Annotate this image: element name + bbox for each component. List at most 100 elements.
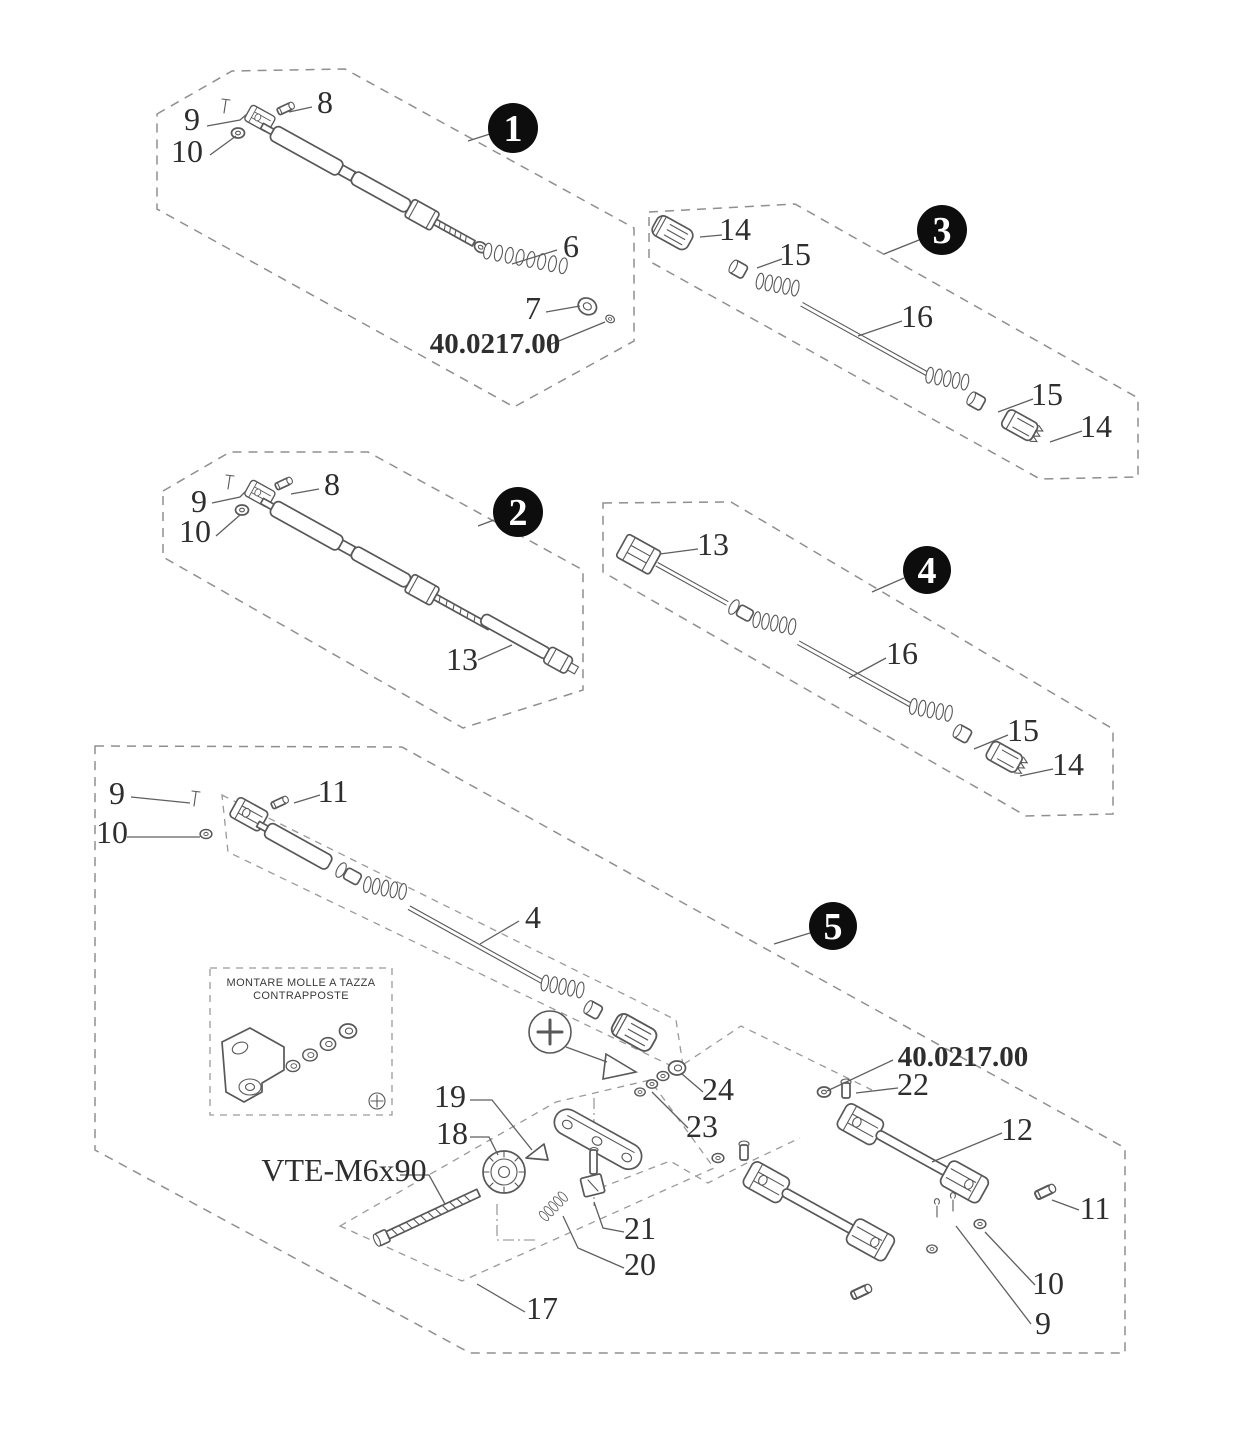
cotter-pin-9 <box>949 1192 956 1212</box>
callout-g3-14b: 14 <box>1080 408 1112 444</box>
end-fitting-14 <box>999 407 1046 446</box>
cotter-pin-9 <box>191 790 201 807</box>
bolt <box>738 1140 750 1161</box>
arrowhead-icon <box>602 1052 639 1081</box>
washer <box>816 1086 832 1098</box>
part-code-g1: 40.0217.00 <box>430 328 561 360</box>
arrow-line <box>565 1046 608 1063</box>
tie-rod-2 <box>259 497 492 631</box>
leader-line <box>477 519 495 527</box>
washer-10 <box>973 1218 987 1230</box>
callout-g2-9: 9 <box>191 483 207 519</box>
leader-line <box>545 305 581 313</box>
group-3-outline <box>648 203 1139 480</box>
end-fitting-14 <box>648 212 697 253</box>
balloon-1: 1 <box>488 103 538 153</box>
balloon-3-number: 3 <box>933 210 952 252</box>
callout-g1-7: 7 <box>525 290 541 326</box>
leader-line <box>476 1283 526 1313</box>
cable-assembly-4 <box>615 533 1031 778</box>
centerline <box>496 1204 537 1241</box>
leader-line <box>659 548 699 555</box>
callout-g5-20: 20 <box>624 1246 656 1282</box>
callout-g5-22: 22 <box>897 1066 929 1102</box>
leader-line <box>215 514 241 537</box>
group-5: 5 <box>94 745 1126 1354</box>
callout-g5-10: 10 <box>96 814 128 850</box>
leader-line <box>548 321 606 346</box>
balloon-1-number: 1 <box>504 108 523 150</box>
cup-spring <box>285 1059 301 1073</box>
pin-11 <box>849 1282 874 1301</box>
pin-11 <box>1033 1182 1058 1201</box>
callout-g3-16: 16 <box>901 298 933 334</box>
leader-line <box>681 1073 704 1093</box>
plus-circle-icon <box>528 1010 572 1054</box>
leader-line <box>293 794 321 804</box>
leader-line <box>1049 430 1083 443</box>
callout-g4-15: 15 <box>1007 712 1039 748</box>
leader-line <box>206 113 248 127</box>
bolt-vte-m6x90 <box>372 1188 481 1247</box>
group-4: 4 13 16 15 14 <box>602 501 1114 817</box>
cup-spring <box>338 1023 358 1039</box>
callout-g4-14: 14 <box>1052 746 1084 782</box>
leader-line <box>562 1215 625 1269</box>
callout-g5-18: 18 <box>436 1115 468 1151</box>
leader-line <box>773 932 811 945</box>
cotter-pin-9 <box>221 98 231 114</box>
cup-spring <box>302 1048 318 1062</box>
spring-section <box>903 685 959 735</box>
leader-line <box>756 258 783 269</box>
callout-g5-4: 4 <box>525 899 541 935</box>
spring-section <box>919 354 975 403</box>
callout-g5-10b: 10 <box>1032 1265 1064 1301</box>
callout-g5-9b: 9 <box>1035 1305 1051 1341</box>
callout-g1-6: 6 <box>563 228 579 264</box>
bolt-8 <box>275 100 297 117</box>
callout-g3-15b: 15 <box>1031 376 1063 412</box>
inset-detail: MONTARE MOLLE A TAZZA CONTRAPPOSTE <box>209 967 393 1116</box>
callout-g1-9: 9 <box>184 101 200 137</box>
leader-line <box>211 490 247 504</box>
group-2-outline <box>162 451 584 729</box>
leader-line <box>699 234 723 238</box>
spring-20 <box>532 1188 574 1225</box>
callout-g5-19: 19 <box>434 1078 466 1114</box>
callout-g5-23: 23 <box>686 1108 718 1144</box>
bushing <box>581 998 605 1021</box>
end-fitting-13 <box>615 533 662 575</box>
bushing-15 <box>964 389 988 412</box>
link-rod-12 <box>834 1100 992 1206</box>
inset-outline <box>209 967 393 1116</box>
callout-g5-11b: 11 <box>1080 1190 1111 1226</box>
leader-line <box>855 1087 899 1094</box>
leader-line <box>1019 768 1054 777</box>
group-4-outline <box>602 501 1114 817</box>
cable-assembly-3 <box>648 212 1046 446</box>
washer-10 <box>199 828 213 840</box>
cross-reference-plus-icon <box>368 1092 386 1110</box>
washer-10 <box>230 127 246 139</box>
balloon-2-number: 2 <box>509 492 528 534</box>
spring-section <box>746 598 802 648</box>
tie-rod-4 <box>255 820 661 1055</box>
wedge-19 <box>525 1143 549 1161</box>
washer-10 <box>234 504 250 516</box>
leader-line <box>848 657 887 679</box>
leader-line <box>973 734 1009 750</box>
callout-g3-15: 15 <box>779 236 811 272</box>
leader-line <box>470 1099 533 1151</box>
leader-line <box>1051 1199 1080 1211</box>
group-2: 2 9 10 8 13 <box>162 451 584 729</box>
washer <box>926 1244 938 1254</box>
leader-line <box>400 1174 446 1205</box>
leader-line <box>883 239 920 255</box>
leader-line <box>826 1059 894 1092</box>
bushing-15 <box>726 257 750 280</box>
leader-line <box>931 1132 1003 1163</box>
callout-g2-8: 8 <box>324 466 340 502</box>
leader-line <box>288 106 313 113</box>
